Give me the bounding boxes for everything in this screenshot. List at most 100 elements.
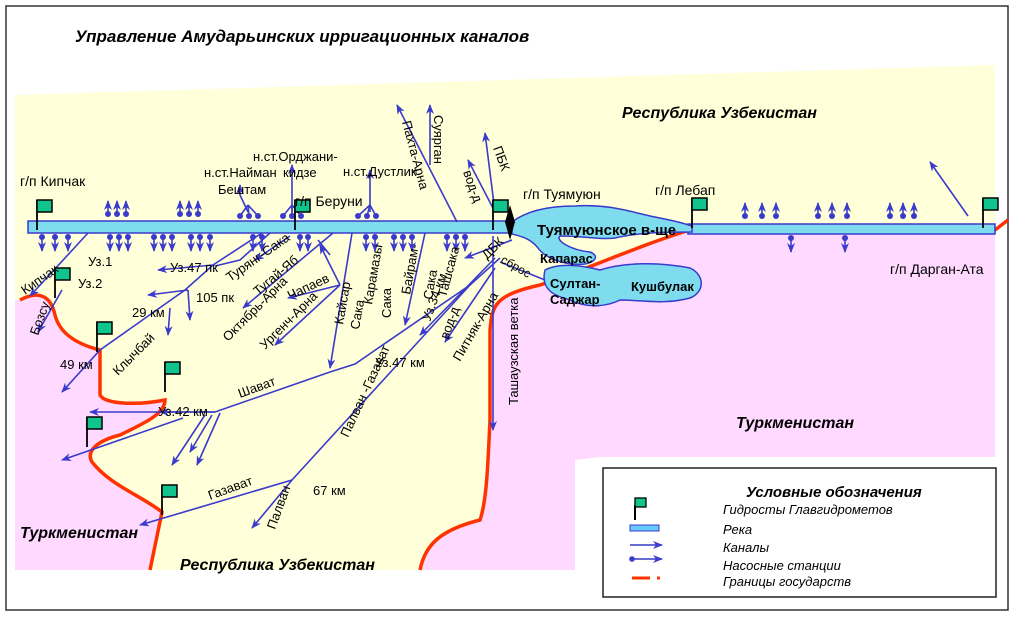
canal-line xyxy=(37,289,63,333)
flag-cloth xyxy=(86,416,103,430)
label-turkmenistan-right: Туркменистан xyxy=(736,415,854,432)
label-kaparas: Капарас xyxy=(540,251,593,266)
amudarya-river-right xyxy=(687,223,996,235)
flag-icon xyxy=(492,199,509,230)
canal-label-uz1: Уз.1 xyxy=(88,254,112,269)
flag-icon xyxy=(54,267,71,298)
flag-icon xyxy=(86,416,103,447)
flag-icon xyxy=(161,484,178,515)
canal-line xyxy=(327,232,353,369)
canal-label-saka-3: Сака xyxy=(420,268,440,301)
canal-label-67km: 67 км xyxy=(313,483,346,498)
flag-cloth xyxy=(164,361,181,375)
canal-line xyxy=(396,104,458,223)
map-title: Управление Амударьинских ирригационных к… xyxy=(75,27,529,46)
canal-line xyxy=(287,284,341,300)
canal-line xyxy=(464,239,513,259)
canal-label-49km: 49 км xyxy=(60,357,93,372)
canal-label-uz42km: Уз.42 км xyxy=(158,404,208,419)
flag-icon xyxy=(691,197,708,228)
label-uzbekistan-bottom: Республика Узбекистан xyxy=(180,557,375,574)
turkmenistan-region-right xyxy=(420,230,995,570)
canal-line xyxy=(29,232,89,297)
canal-line xyxy=(61,417,184,461)
gauge-label-dargan-ata: г/п Дарган-Ата xyxy=(890,261,984,277)
gauge-label-tuyamuyun: г/п Туямуюн xyxy=(523,186,601,202)
canal-line xyxy=(236,184,249,213)
canal-line xyxy=(189,414,213,453)
pump-label-nayman: н.ст.Найман xyxy=(204,165,277,180)
flag-icon xyxy=(982,197,999,228)
flag-cloth xyxy=(161,484,178,498)
canal-label-105pk: 105 пк xyxy=(196,290,234,305)
flag-cloth xyxy=(691,197,708,211)
canal-line xyxy=(164,307,173,336)
pump-station-line xyxy=(357,204,371,217)
legend-label-river: Река xyxy=(723,522,752,537)
canal-line xyxy=(185,289,194,321)
label-sultan-1: Султан- xyxy=(550,276,600,291)
turkmenistan-region-left xyxy=(15,295,165,570)
canal-line xyxy=(139,479,293,527)
legend: Условные обозначения Гидросты Главгидром… xyxy=(602,467,997,598)
canal-label-uz47pk: Уз.47 пк xyxy=(170,260,218,275)
amudarya-river-left xyxy=(27,220,514,234)
canal-line xyxy=(499,261,546,281)
pump-stations-layer xyxy=(38,200,918,253)
gauge-label-beruni: г/п Беруни xyxy=(295,193,363,209)
river-icon xyxy=(629,524,660,532)
flag-icon xyxy=(164,361,181,392)
flag-cloth xyxy=(492,199,509,213)
gauge-label-lebap: г/п Лебап xyxy=(655,182,715,198)
pump-station-line xyxy=(247,204,250,217)
canal-label-uz2: Уз.2 xyxy=(78,276,102,291)
pump-station-line xyxy=(366,204,371,217)
canal-line xyxy=(147,289,189,298)
canal-label-saka-2: Сака xyxy=(379,287,394,318)
flag-cloth xyxy=(96,321,113,335)
flag-cloth xyxy=(294,199,311,213)
canal-label-tashauz-branch: Ташаузская ветка xyxy=(506,297,521,405)
canal-line xyxy=(254,235,291,261)
flag-cloth xyxy=(36,199,53,213)
canal-label-kaysar: Кайсар xyxy=(331,281,353,326)
canal-label-29km: 29 км xyxy=(132,305,165,320)
flag-icon xyxy=(36,199,53,230)
canal-line xyxy=(274,284,341,346)
pump-station-line xyxy=(369,204,377,217)
canal-line xyxy=(171,414,206,466)
flag-cloth xyxy=(982,197,999,211)
pump-label-dustlik: н.ст.Дустлик xyxy=(343,164,417,179)
flag-icon xyxy=(96,321,113,352)
label-turkmenistan-left: Туркменистан xyxy=(20,525,138,542)
label-sultan-2: Саджар xyxy=(550,292,600,307)
canal-line xyxy=(444,267,496,343)
pump-station-line xyxy=(239,204,249,217)
label-kushbulak: Кушбулак xyxy=(631,279,694,294)
label-uzbekistan-top: Республика Узбекистан xyxy=(622,105,817,122)
canal-line xyxy=(319,244,341,286)
canal-line xyxy=(929,161,969,217)
canal-label-uz47km: Уз.47 км xyxy=(375,355,425,370)
flag-icon xyxy=(294,199,311,230)
tuyamuyun-reservoir xyxy=(511,204,693,266)
canal-line xyxy=(196,412,221,466)
flag-cloth xyxy=(54,267,71,281)
legend-label-gauges: Гидросты Главгидрометов xyxy=(723,502,893,517)
legend-label-borders: Границы государств xyxy=(723,574,851,589)
pump-label-ordzhonikidze-2: кидзе xyxy=(283,165,317,180)
canal-line xyxy=(482,132,496,213)
flag-icon xyxy=(634,497,647,520)
canal-line xyxy=(157,264,214,274)
dam-icon xyxy=(505,205,515,240)
legend-label-pump-stations: Насосные станции xyxy=(723,558,841,573)
label-tuyamuyun-reservoir: Туямуюнское в-ще xyxy=(537,222,676,239)
state-border-left xyxy=(19,293,167,571)
sultan-sadzhar-kushbulak-lake xyxy=(543,263,702,307)
gauge-label-kipchak: г/п Кипчак xyxy=(20,173,86,189)
gauges-layer xyxy=(36,197,999,515)
pump-label-ordzhonikidze-1: н.ст.Орджани- xyxy=(253,149,338,164)
canal-line xyxy=(419,257,496,336)
state-border-right xyxy=(418,218,1010,571)
